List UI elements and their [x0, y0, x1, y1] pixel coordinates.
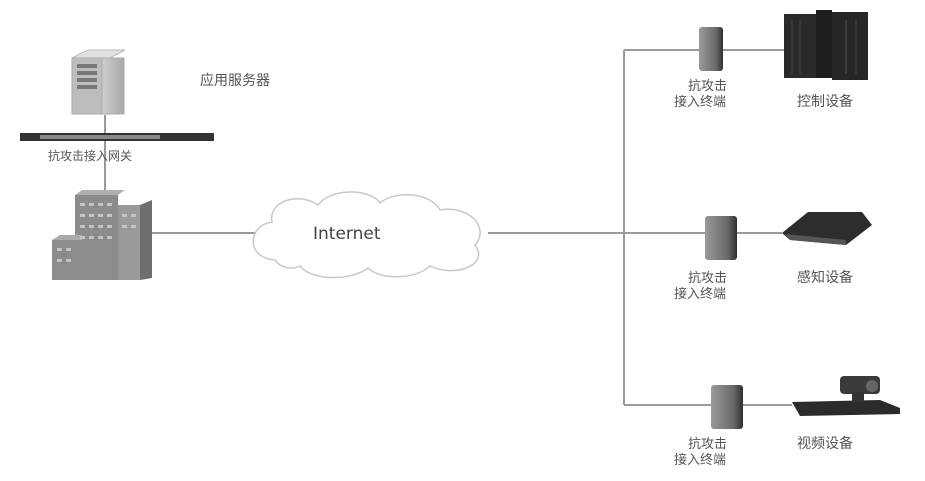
device-label: 视频设备: [797, 435, 853, 452]
terminal-label-line2: 接入终端: [674, 286, 726, 302]
device-label: 感知设备: [797, 269, 853, 286]
terminal-label-line2: 接入终端: [674, 94, 726, 110]
gateway-rack-icon: [20, 133, 214, 141]
access-terminal-icon: [711, 385, 743, 429]
gateway-label: 抗攻击接入网关: [48, 148, 132, 163]
access-terminal-icon: [699, 27, 723, 71]
sensor-device-icon: [782, 212, 872, 245]
video-device-icon: [792, 376, 900, 416]
terminal-label-line1: 抗攻击: [688, 79, 727, 94]
terminal-label-line1: 抗攻击: [688, 271, 727, 286]
terminal-label-line1: 抗攻击: [688, 437, 727, 452]
device-label: 控制设备: [797, 93, 853, 110]
terminal-label-line2: 接入终端: [674, 452, 726, 468]
control-device-icon: [784, 10, 868, 80]
access-terminal-icon: [705, 216, 737, 260]
building-icon: [52, 190, 152, 280]
internet-label: Internet: [313, 224, 381, 244]
application-server-icon: [71, 49, 126, 115]
internet-cloud-icon: [252, 191, 481, 279]
server-label: 应用服务器: [200, 72, 270, 89]
